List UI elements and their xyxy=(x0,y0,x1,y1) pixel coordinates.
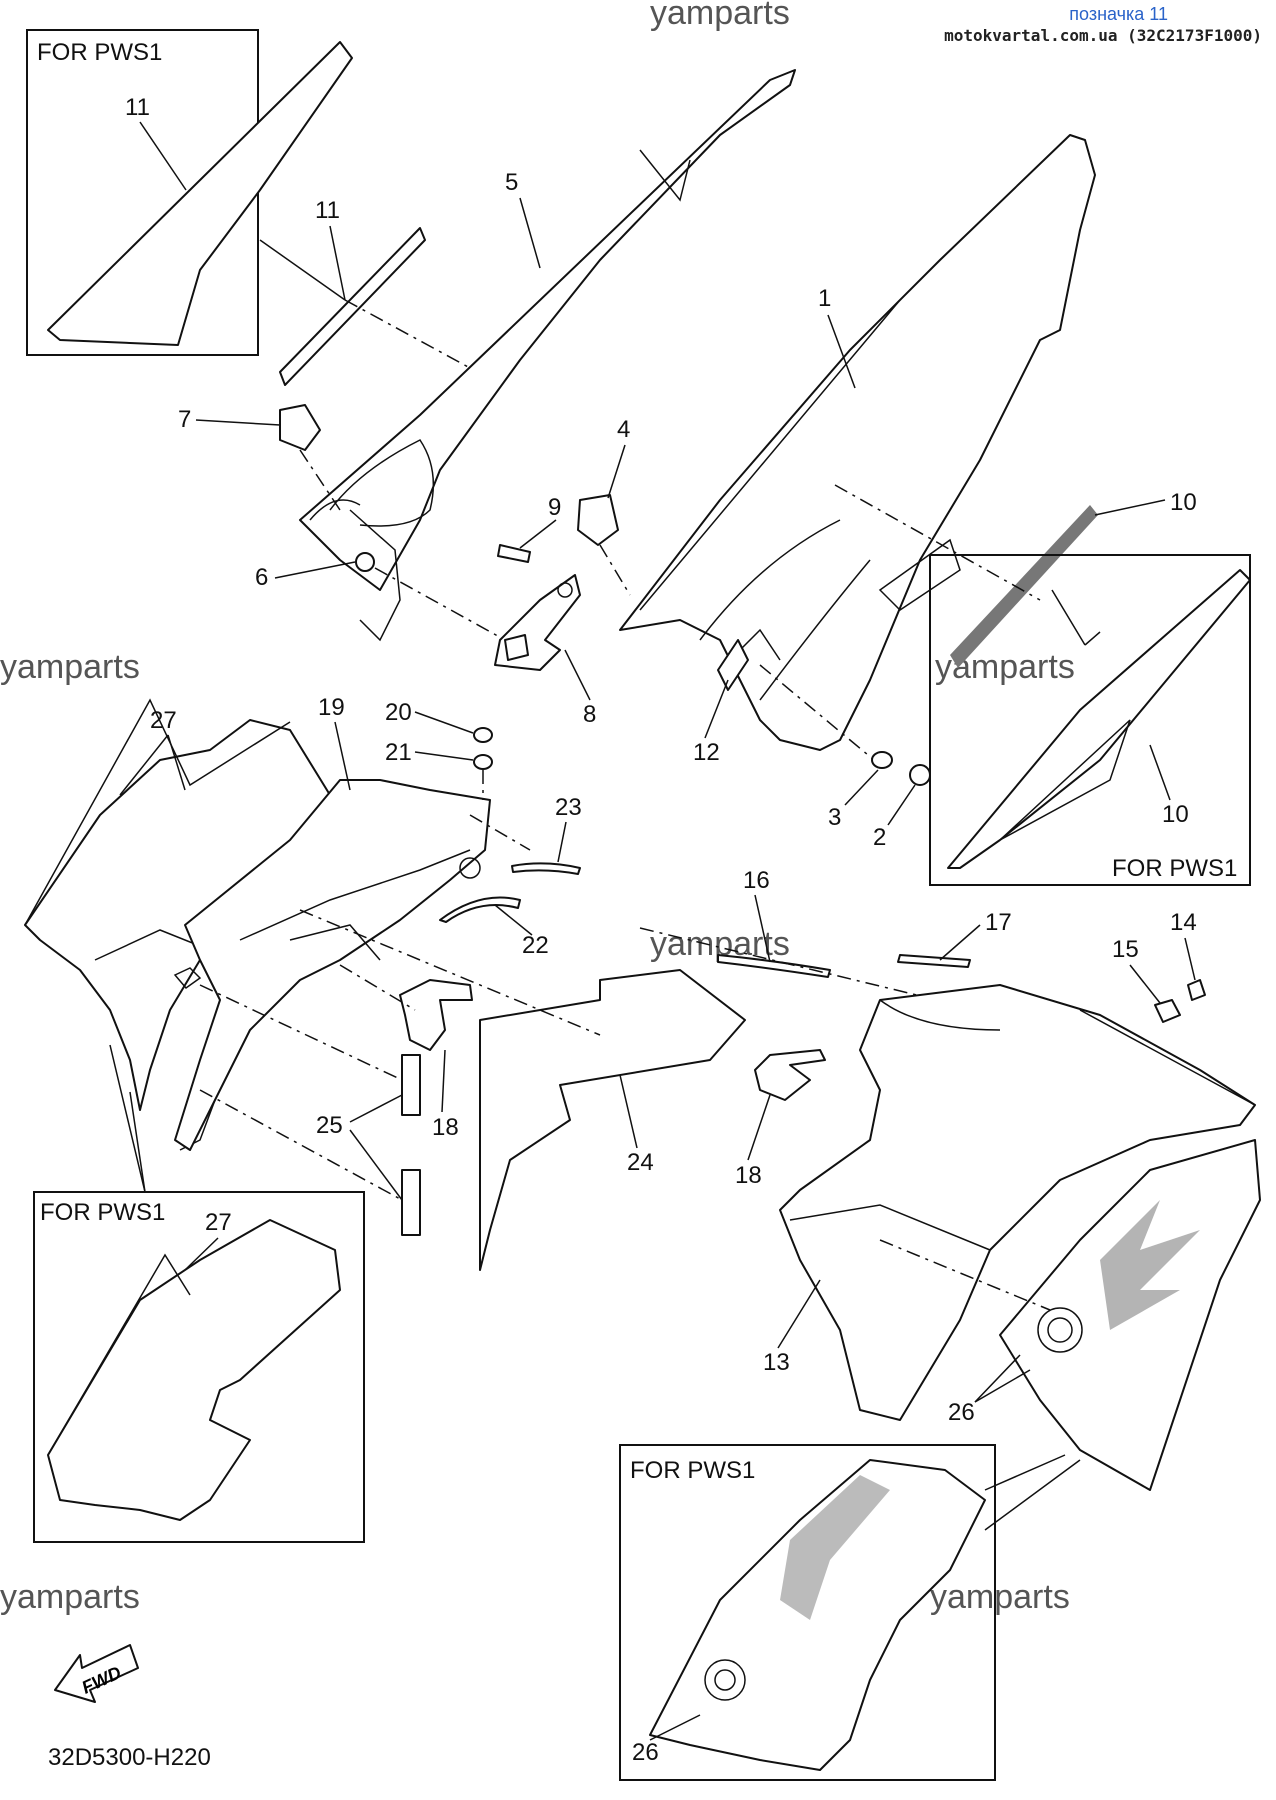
part-18-seal-left xyxy=(399,979,473,1051)
diagram-code: 32D5300-H220 xyxy=(48,1744,211,1771)
callout-22: 22 xyxy=(522,932,549,959)
callout-11-inset: 11 xyxy=(125,94,150,121)
watermark-top: yamparts xyxy=(650,0,790,32)
part-21-nut xyxy=(473,754,493,770)
callout-25: 25 xyxy=(316,1112,343,1139)
callout-11: 11 xyxy=(315,197,340,224)
callout-18-right: 18 xyxy=(735,1162,762,1189)
decal-11 xyxy=(279,227,426,386)
part-24-shield xyxy=(479,969,746,1271)
callout-7: 7 xyxy=(178,406,191,433)
callout-14: 14 xyxy=(1170,909,1197,936)
callout-10: 10 xyxy=(1170,489,1197,516)
inset-box-11: FOR PWS1 11 xyxy=(26,29,353,356)
callout-26: 26 xyxy=(948,1399,975,1426)
inset-box-27: FOR PWS1 27 xyxy=(33,1191,365,1543)
part-3-washer xyxy=(871,751,893,769)
callout-2: 2 xyxy=(873,824,886,851)
callout-27: 27 xyxy=(150,707,177,734)
inset-26-title: FOR PWS1 xyxy=(630,1457,755,1484)
callout-3: 3 xyxy=(828,804,841,831)
inset-11-title: FOR PWS1 xyxy=(37,39,162,66)
callout-18: 18 xyxy=(432,1114,459,1141)
fwd-arrow-icon: FWD xyxy=(54,1644,139,1703)
watermark-bottom-right: yamparts xyxy=(930,1578,1070,1616)
callout-6: 6 xyxy=(255,564,268,591)
decal-27-inset xyxy=(47,1219,341,1521)
callout-5: 5 xyxy=(505,169,518,196)
callout-10-inset: 10 xyxy=(1162,801,1189,828)
part-19-cover xyxy=(173,779,491,1151)
part-12-tab xyxy=(717,639,749,691)
inset-27-title: FOR PWS1 xyxy=(40,1199,165,1226)
decal-10-strip xyxy=(950,505,1098,668)
callout-4: 4 xyxy=(617,416,630,443)
decal-11-inset xyxy=(47,41,353,346)
part-16-strip xyxy=(717,954,831,978)
part-20-screw xyxy=(473,727,493,743)
callout-17: 17 xyxy=(985,909,1012,936)
watermark-bottom-left: yamparts xyxy=(0,1578,140,1616)
header-link[interactable]: позначка 11 xyxy=(1069,4,1168,24)
callout-24: 24 xyxy=(627,1149,654,1176)
part-18-seal-right xyxy=(754,1049,826,1101)
callout-27-inset: 27 xyxy=(205,1209,232,1236)
part-26-decal xyxy=(999,1139,1261,1491)
callout-19: 19 xyxy=(318,694,345,721)
part-17-strip xyxy=(897,954,971,968)
callout-8: 8 xyxy=(583,701,596,728)
part-9-bolt xyxy=(497,544,531,563)
part-15-nut xyxy=(1154,999,1181,1023)
callout-15: 15 xyxy=(1112,936,1139,963)
header-source: motokvartal.com.ua (32C2173F1000) xyxy=(944,26,1262,45)
part-22-strip xyxy=(439,896,521,923)
part-13-shroud xyxy=(779,984,1256,1421)
callout-13: 13 xyxy=(763,1349,790,1376)
callout-26-inset: 26 xyxy=(632,1739,659,1766)
part-6-bolt xyxy=(355,552,375,572)
callout-9: 9 xyxy=(548,494,561,521)
part-1-side-cover xyxy=(619,134,1096,751)
inset-box-10: 10 FOR PWS1 xyxy=(929,554,1251,886)
part-7-clip xyxy=(279,404,321,451)
part-25-tape-a xyxy=(401,1054,421,1116)
callout-20: 20 xyxy=(385,699,412,726)
callout-12: 12 xyxy=(693,739,720,766)
inset-box-26: FOR PWS1 26 xyxy=(619,1444,996,1781)
part-4-clip xyxy=(577,494,619,546)
callout-23: 23 xyxy=(555,794,582,821)
part-25-tape-b xyxy=(401,1169,421,1236)
decal-10-inset xyxy=(947,569,1251,869)
part-14-screw xyxy=(1187,979,1206,1001)
inset-10-title: FOR PWS1 xyxy=(1112,855,1237,882)
watermark-left: yamparts xyxy=(0,648,140,686)
decal-26-inset xyxy=(649,1459,986,1771)
callout-21: 21 xyxy=(385,739,412,766)
callout-16: 16 xyxy=(743,867,770,894)
part-2-bolt xyxy=(909,764,931,786)
part-23-strip xyxy=(511,862,581,875)
callout-1: 1 xyxy=(818,285,831,312)
